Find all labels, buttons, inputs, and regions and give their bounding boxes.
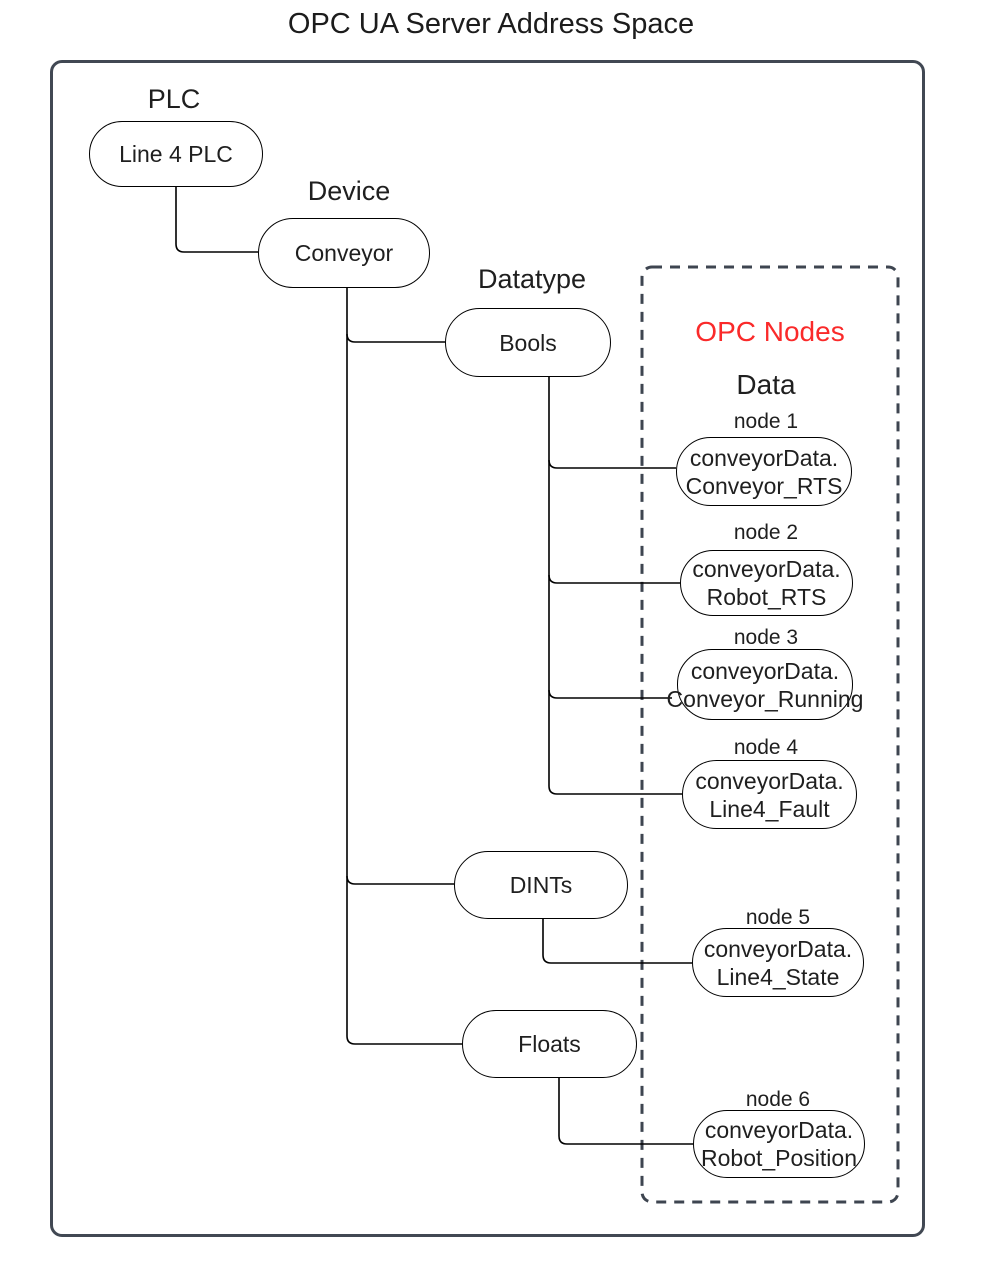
edge-bools-node2 [548,574,680,584]
label-node-3: node 3 [733,626,799,649]
edge-conveyor-bools [346,333,445,343]
opc-node-1-line1: conveyorData. [689,444,839,471]
edge-bools-trunk-node4 [548,377,682,795]
opc-node-2: conveyorData. Robot_RTS [680,550,853,616]
edge-conveyor-trunk-floats [346,288,462,1045]
edge-conveyor-dints [346,875,454,885]
opc-node-5-line2: Line4_State [716,963,840,990]
opc-node-3-line2: Conveyor_Running [666,685,864,712]
node-dints-text: DINTs [509,872,573,898]
node-conveyor: Conveyor [258,218,430,288]
node-dints: DINTs [454,851,628,919]
node-bools: Bools [445,308,611,377]
opc-node-5: conveyorData. Line4_State [692,928,864,997]
opc-node-6: conveyorData. Robot_Position [693,1110,865,1178]
label-datatype: Datatype [477,264,587,294]
node-floats: Floats [462,1010,637,1078]
address-space-frame [50,60,925,1237]
label-data: Data [736,369,796,400]
opc-node-1: conveyorData. Conveyor_RTS [676,437,852,506]
opc-node-4: conveyorData. Line4_Fault [682,760,857,829]
opc-node-6-line1: conveyorData. [704,1117,854,1143]
label-plc: PLC [147,84,201,114]
node-line4-plc: Line 4 PLC [89,121,263,187]
opc-node-6-line2: Robot_Position [701,1145,857,1171]
opc-nodes-heading: OPC Nodes [695,316,845,347]
opc-node-2-line1: conveyorData. [692,556,841,582]
node-floats-text: Floats [518,1031,581,1057]
node-bools-text: Bools [499,329,557,356]
opc-node-3: conveyorData. Conveyor_Running [667,649,863,720]
edge-plc-conveyor [175,187,258,253]
edge-dints-node5 [542,919,692,964]
label-node-2: node 2 [733,521,799,544]
label-node-6: node 6 [745,1088,811,1111]
diagram-title: OPC UA Server Address Space [287,8,695,40]
opc-node-3-line1: conveyorData. [690,657,840,684]
opc-node-1-line2: Conveyor_RTS [685,472,843,499]
edge-floats-node6 [558,1078,693,1145]
opc-node-4-line1: conveyorData. [695,767,844,794]
opc-nodes-dashed-box [640,265,900,1204]
edge-bools-node1 [548,459,676,469]
node-conveyor-text: Conveyor [294,240,394,266]
opc-node-4-line2: Line4_Fault [709,795,830,822]
label-node-1: node 1 [733,410,799,433]
label-node-5: node 5 [745,906,811,929]
opc-node-5-line1: conveyorData. [703,935,853,962]
edge-bools-node3 [548,689,672,699]
node-line4-plc-text: Line 4 PLC [119,141,233,167]
label-node-4: node 4 [733,736,799,759]
label-device: Device [307,176,391,206]
opc-node-2-line2: Robot_RTS [706,584,827,610]
